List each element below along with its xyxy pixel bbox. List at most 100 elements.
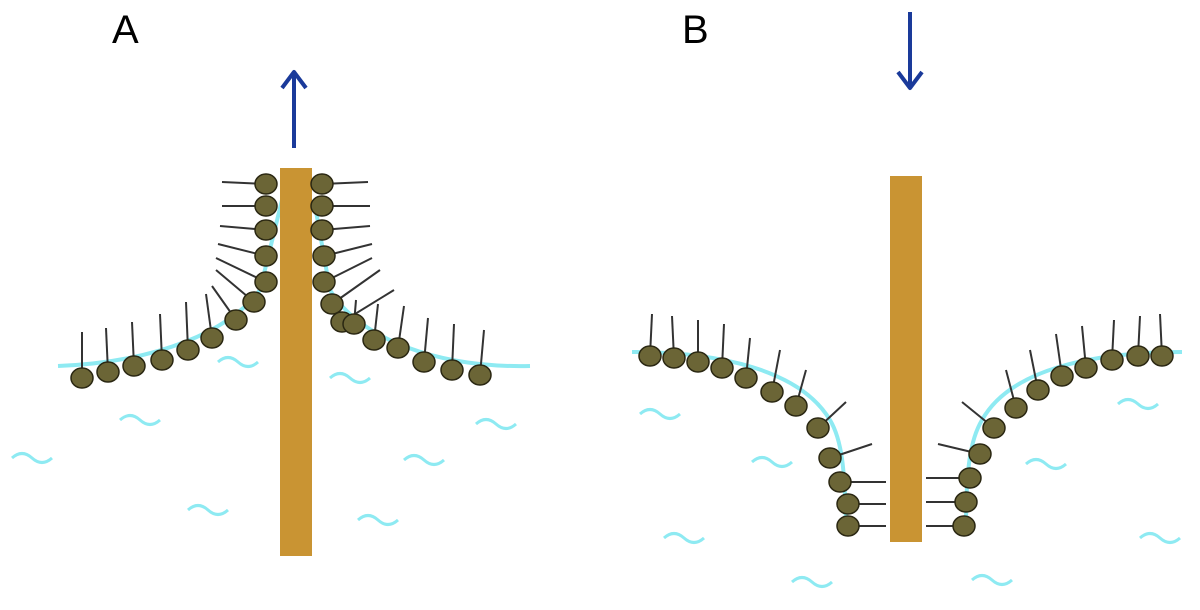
lipid-molecule: [150, 313, 174, 371]
lipid-molecule: [468, 329, 492, 386]
lipid-head: [1100, 349, 1124, 371]
lipid-head: [468, 364, 492, 386]
lipid-molecule: [926, 467, 982, 489]
lipid-molecule: [386, 305, 410, 359]
lipid-molecule: [1074, 325, 1098, 379]
lipid-molecule: [926, 491, 978, 513]
lipid-head: [254, 195, 278, 217]
arrow-down-icon: [896, 12, 924, 90]
lipid-molecule: [312, 243, 373, 267]
lipid-molecule: [836, 515, 886, 537]
lipid-head: [1150, 345, 1174, 367]
lipid-head: [836, 515, 860, 537]
lipid-molecule: [760, 349, 784, 403]
lipid-molecule: [217, 243, 278, 267]
lipid-molecule: [1050, 333, 1074, 387]
lipid-head: [818, 447, 842, 469]
water-wave: [970, 574, 1014, 586]
lipid-head: [662, 347, 686, 369]
lipid-molecule: [176, 301, 200, 361]
lipid-molecule: [1026, 349, 1050, 401]
lipid-head: [760, 381, 784, 403]
lipid-head: [412, 351, 436, 373]
lipid-molecule: [412, 317, 436, 373]
water-wave: [328, 372, 372, 384]
lipid-molecule: [1150, 313, 1174, 367]
lipid-molecule: [818, 443, 873, 469]
lipid-molecule: [312, 257, 373, 293]
lipid-head: [310, 195, 334, 217]
water-wave: [1024, 458, 1068, 470]
lipid-head: [320, 293, 344, 315]
lipid-head: [836, 493, 860, 515]
lipid-head: [710, 357, 734, 379]
lipid-molecule: [310, 173, 369, 195]
water-wave: [474, 418, 518, 430]
water-wave: [790, 576, 834, 588]
lipid-head: [968, 443, 992, 465]
lipid-head: [958, 467, 982, 489]
lipid-molecule: [219, 219, 278, 241]
lipid-head: [386, 337, 410, 359]
lipid-head: [1050, 365, 1074, 387]
substrate-plate-a: [280, 168, 312, 556]
lipid-molecule: [1126, 315, 1150, 367]
lipid-molecule: [937, 443, 992, 465]
lipid-head: [122, 355, 146, 377]
lipid-head: [686, 351, 710, 373]
lipid-molecule: [70, 332, 94, 389]
water-wave: [1138, 532, 1182, 544]
lipid-molecule: [836, 493, 886, 515]
lipid-molecule: [310, 219, 371, 241]
lipid-molecule: [1100, 319, 1124, 371]
water-wave: [662, 532, 706, 544]
panel-a-label: A: [112, 8, 139, 52]
lipid-head: [954, 491, 978, 513]
lipid-molecule: [638, 313, 662, 367]
lipid-head: [176, 339, 200, 361]
lipid-head: [254, 271, 278, 293]
lipid-head: [806, 417, 830, 439]
lipid-head: [1026, 379, 1050, 401]
lipid-head: [254, 245, 278, 267]
lipid-molecule: [215, 269, 266, 313]
lipid-head: [828, 471, 852, 493]
water-wave: [402, 454, 446, 466]
lipid-head: [638, 345, 662, 367]
lipid-molecule: [222, 195, 278, 217]
lipid-molecule: [200, 293, 224, 349]
water-wave: [356, 514, 400, 526]
lipid-head: [1074, 357, 1098, 379]
lipid-head: [224, 309, 248, 331]
lipid-molecule: [221, 173, 278, 195]
water-waves-a: [10, 356, 518, 526]
lipid-molecule: [734, 337, 758, 389]
lipid-head: [362, 329, 386, 351]
lipid-head: [784, 395, 808, 417]
lipid-molecule: [1004, 369, 1028, 419]
water-wave: [10, 452, 54, 464]
lipid-molecule: [96, 327, 120, 383]
water-wave: [216, 356, 260, 368]
lipid-head: [342, 313, 366, 335]
water-wave: [750, 456, 794, 468]
water-wave: [638, 408, 682, 420]
water-wave: [1116, 398, 1160, 410]
lipid-molecule: [961, 401, 1006, 439]
lipid-head: [1004, 397, 1028, 419]
lipid-molecule: [215, 257, 278, 293]
lipid-head: [734, 367, 758, 389]
lipid-monolayer-b: [638, 313, 1174, 537]
panel-b: [631, 12, 1183, 588]
lipid-molecule: [926, 515, 976, 537]
water-waves-b: [638, 398, 1182, 588]
lipid-molecule: [320, 269, 381, 315]
lipid-head: [254, 219, 278, 241]
lipid-molecule: [662, 315, 686, 369]
lipid-head: [312, 271, 336, 293]
water-wave: [118, 414, 162, 426]
lipid-monolayer-a: [70, 173, 492, 389]
substrate-plate-b: [890, 176, 922, 542]
lipid-head: [952, 515, 976, 537]
